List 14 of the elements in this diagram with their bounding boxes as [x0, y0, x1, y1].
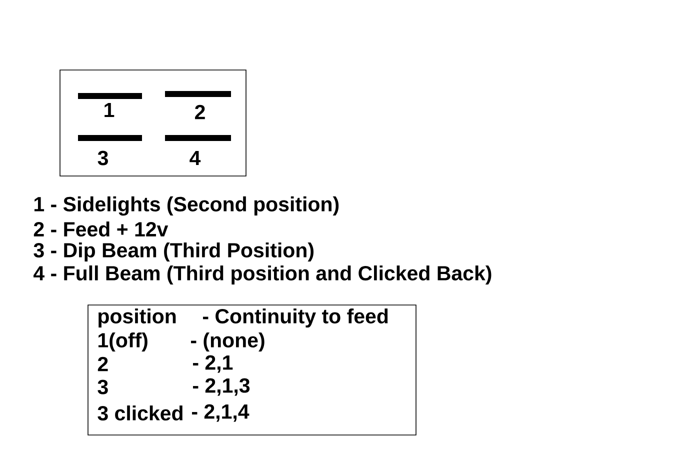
- node-label: 2: [195, 104, 205, 120]
- connector-box: [60, 70, 246, 176]
- terminal: 2: [165, 91, 231, 120]
- terminal: 3: [78, 135, 142, 166]
- node-label: 4: [190, 150, 201, 166]
- terminal: 4: [165, 135, 231, 166]
- node-label: 3: [98, 150, 108, 166]
- legend-note: 2 - Feed + 12v: [34, 221, 168, 237]
- legend-note: 4 - Full Beam (Third position and Clicked Back): [34, 265, 492, 285]
- legend-note: 3 - Dip Beam (Third Position): [34, 242, 314, 262]
- terminal: 1: [78, 93, 142, 118]
- legend-note: 1 - Sidelights (Second position): [34, 196, 339, 216]
- table-box: position - Continuity to feed 1(off) - (none) 2 - 2,1 3 - 2,1,3 3 clicked - 2,1,4: [88, 304, 416, 436]
- node-label: 1: [104, 102, 114, 118]
